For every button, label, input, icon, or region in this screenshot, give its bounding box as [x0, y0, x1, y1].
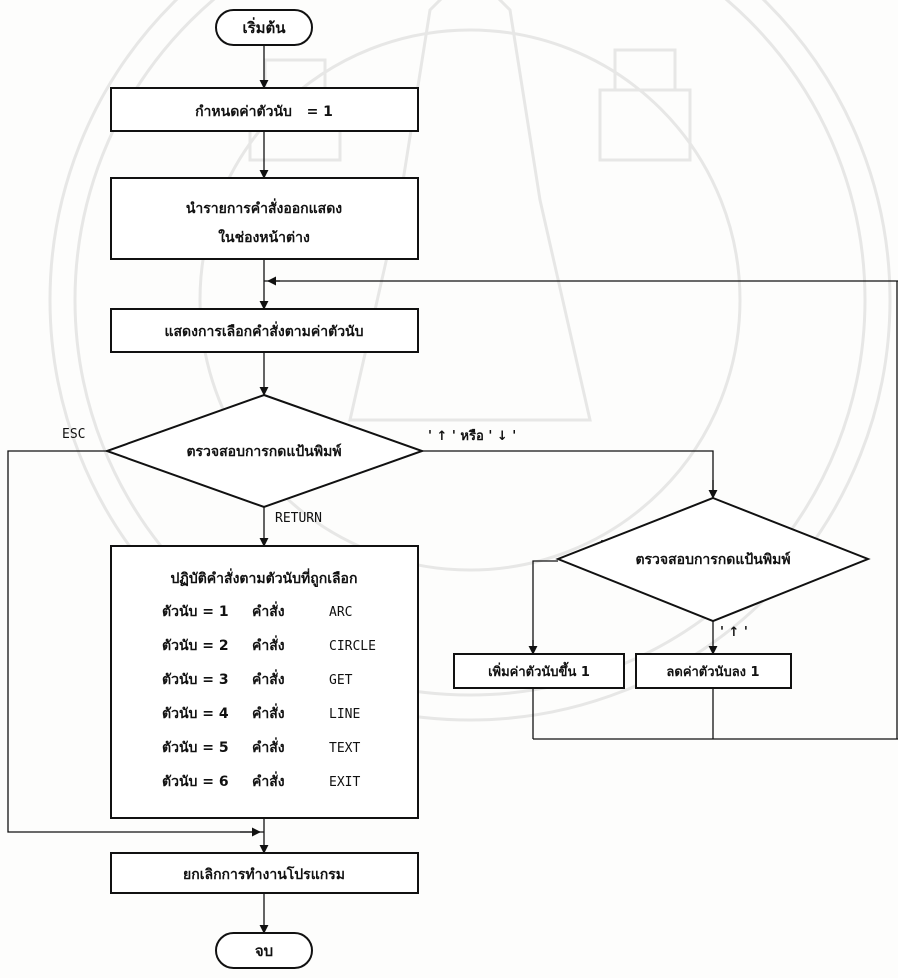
return-label: RETURN [275, 511, 322, 526]
command-word: คำสั่ง [252, 703, 285, 722]
show-selection-label: แสดงการเลือกคำสั่งตามค่าตัวนับ [164, 321, 363, 340]
command-counter: ตัวนับ = 4 [162, 706, 229, 722]
execute-title: ปฏิบัติคำสั่งตามตัวนับที่ถูกเลือก [171, 568, 358, 587]
esc-label: ESC [62, 427, 85, 442]
command-name: CIRCLE [329, 639, 376, 654]
command-word: คำสั่ง [252, 601, 285, 620]
decrease-label: ลดค่าตัวนับลง 1 [666, 665, 759, 680]
command-word: คำสั่ง [252, 669, 285, 688]
arrow-keys-label: ' ↑ ' หรือ ' ↓ ' [428, 428, 516, 444]
start-label: เริ่มต้น [242, 17, 286, 37]
command-name: LINE [329, 707, 360, 722]
cancel-program-box: ยกเลิกการทำงานโปรแกรม [111, 853, 418, 893]
check-key-decision-1: ตรวจสอบการกดแป้นพิมพ์ [107, 395, 422, 507]
command-counter: ตัวนับ = 5 [162, 740, 229, 756]
cancel-label: ยกเลิกการทำงานโปรแกรม [183, 865, 345, 883]
end-label: จบ [255, 942, 273, 960]
set-counter-label: กำหนดค่าตัวนับ = 1 [195, 104, 333, 120]
increase-counter-box: เพิ่มค่าตัวนับขึ้น 1 [454, 654, 624, 688]
command-name: EXIT [329, 775, 360, 790]
command-word: คำสั่ง [252, 635, 285, 654]
display-menu-line2: ในช่องหน้าต่าง [218, 228, 310, 246]
check-key-decision-2: ตรวจสอบการกดแป้นพิมพ์ [558, 498, 868, 621]
display-menu-box: นำรายการคำสั่งออกแสดง ในช่องหน้าต่าง [111, 178, 418, 259]
end-terminal: จบ [216, 933, 312, 968]
command-counter: ตัวนับ = 1 [162, 604, 229, 620]
command-counter: ตัวนับ = 3 [162, 672, 229, 688]
command-counter: ตัวนับ = 6 [162, 774, 229, 790]
command-name: TEXT [329, 741, 360, 756]
command-name: ARC [329, 605, 352, 620]
command-counter: ตัวนับ = 2 [162, 638, 229, 654]
up-key-label: ' ↑ ' [720, 625, 748, 640]
check-key-2-label: ตรวจสอบการกดแป้นพิมพ์ [635, 551, 790, 568]
set-counter-box: กำหนดค่าตัวนับ = 1 [111, 88, 418, 131]
command-name: GET [329, 673, 353, 688]
decrease-counter-box: ลดค่าตัวนับลง 1 [636, 654, 791, 688]
show-selection-box: แสดงการเลือกคำสั่งตามค่าตัวนับ [111, 309, 418, 352]
command-word: คำสั่ง [252, 771, 285, 790]
check-key-1-label: ตรวจสอบการกดแป้นพิมพ์ [186, 443, 341, 460]
execute-command-box: ปฏิบัติคำสั่งตามตัวนับที่ถูกเลือก ตัวนับ… [111, 546, 418, 818]
command-word: คำสั่ง [252, 737, 285, 756]
display-menu-line1: นำรายการคำสั่งออกแสดง [186, 198, 342, 217]
start-terminal: เริ่มต้น [216, 10, 312, 45]
